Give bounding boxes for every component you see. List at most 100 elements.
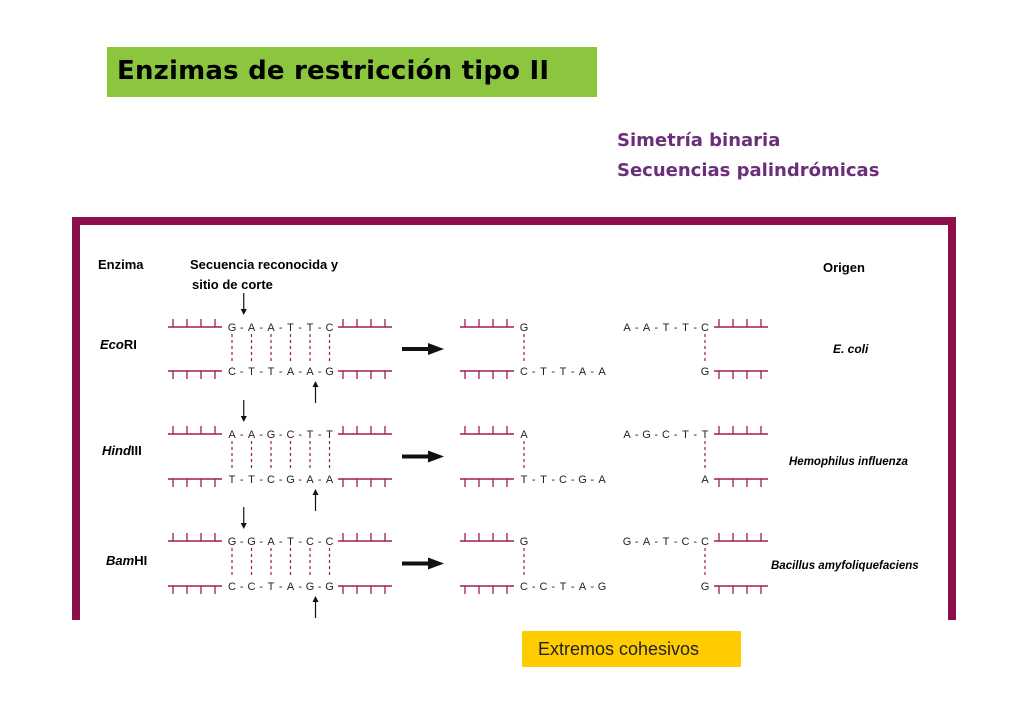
- row-2-cut-arrow-top-head: [240, 523, 247, 529]
- row-0-site-bottom-bond: -: [279, 366, 283, 378]
- row-2-prod-left-bottom-base: G: [598, 581, 607, 593]
- row-1-cut-arrow-top-head: [240, 416, 247, 422]
- row-0-site-bottom-base: C: [228, 366, 236, 378]
- row-2-site-bottom-base: G: [306, 581, 315, 593]
- row-0-prod-right-top-bond: -: [654, 322, 658, 334]
- row-1-prod-right-top-bond: -: [654, 429, 658, 441]
- row-2-prod-right-top-bond: -: [654, 536, 658, 548]
- page-title: Enzimas de restricción tipo II: [117, 56, 550, 86]
- header-sequence-2: sitio de corte: [192, 277, 273, 292]
- row-0-prod-left-bottom-base: T: [540, 366, 547, 378]
- origin-bamhi: Bacillus amyfoliquefaciens: [771, 560, 919, 572]
- row-1-prod-left-bottom-base: A: [598, 474, 606, 486]
- row-0-prod-left-top-base: G: [520, 322, 529, 334]
- row-1-site-top-bond: -: [318, 429, 322, 441]
- row-1-prod-left-bottom-bond: -: [590, 474, 594, 486]
- row-2-site-top-bond: -: [298, 536, 302, 548]
- row-0-site-bottom-bond: -: [318, 366, 322, 378]
- row-1-prod-right-top-base: T: [682, 429, 689, 441]
- row-1-site-bottom-bond: -: [298, 474, 302, 486]
- row-1-prod-left-bottom-base: C: [559, 474, 567, 486]
- origin-hindiii: Hemophilus influenza: [789, 456, 908, 468]
- row-1-site-bottom-base: T: [248, 474, 255, 486]
- row-1-site-bottom-bond: -: [259, 474, 263, 486]
- row-1-site-top-base: A: [228, 429, 236, 441]
- row-2-prod-left-bottom-bond: -: [551, 581, 555, 593]
- row-1-prod-right-top-bond: -: [674, 429, 678, 441]
- row-2-site-top-base: T: [287, 536, 294, 548]
- row-0-site-bottom-base: A: [287, 366, 295, 378]
- row-2-site-top-bond: -: [259, 536, 263, 548]
- row-1-site-top-bond: -: [240, 429, 244, 441]
- row-0-site-bottom-base: G: [325, 366, 334, 378]
- row-1-site-bottom-base: A: [306, 474, 314, 486]
- row-0-site-top-bond: -: [259, 322, 263, 334]
- row-0-site-top-bond: -: [240, 322, 244, 334]
- row-2-prod-right-top-base: C: [701, 536, 709, 548]
- row-1-prod-left-bottom-bond: -: [532, 474, 536, 486]
- row-0-prod-right-top-bond: -: [693, 322, 697, 334]
- row-1-prod-left-bottom-bond: -: [551, 474, 555, 486]
- row-0-site-top-bond: -: [318, 322, 322, 334]
- row-0-site-top-base: T: [287, 322, 294, 334]
- enzyme-name-ecori: EcoRI: [100, 337, 137, 352]
- row-1-prod-left-bottom-base: T: [521, 474, 528, 486]
- row-0-cut-arrow-bottom-head: [312, 381, 319, 387]
- row-2-site-top-base: G: [228, 536, 237, 548]
- row-2-reaction-arrow-head: [428, 557, 444, 570]
- row-1-prod-left-bottom-bond: -: [571, 474, 575, 486]
- row-2-prod-left-bottom-base: T: [560, 581, 567, 593]
- row-2-prod-right-top-bond: -: [635, 536, 639, 548]
- row-2-cut-arrow-bottom-head: [312, 596, 319, 602]
- row-2-site-bottom-base: T: [268, 581, 275, 593]
- row-2-prod-left-bottom-bond: -: [532, 581, 536, 593]
- row-0-prod-left-bottom-bond: -: [532, 366, 536, 378]
- row-2-prod-left-bottom-base: C: [520, 581, 528, 593]
- row-1-prod-left-bottom-base: T: [540, 474, 547, 486]
- row-2-site-bottom-base: A: [287, 581, 295, 593]
- row-1-site-bottom-bond: -: [240, 474, 244, 486]
- header-origin: Origen: [823, 260, 865, 275]
- row-2-site-bottom-bond: -: [259, 581, 263, 593]
- row-1-prod-left-top-base: A: [520, 429, 528, 441]
- row-1-site-bottom-base: T: [229, 474, 236, 486]
- row-0-prod-right-top-base: A: [623, 322, 631, 334]
- row-2-prod-left-top-base: G: [520, 536, 529, 548]
- row-0-prod-right-bottom-base: G: [701, 366, 710, 378]
- row-0-site-bottom-bond: -: [298, 366, 302, 378]
- row-0-site-top-bond: -: [298, 322, 302, 334]
- row-2-site-bottom-base: C: [228, 581, 236, 593]
- row-1-site-top-base: G: [267, 429, 276, 441]
- row-1-site-bottom-bond: -: [279, 474, 283, 486]
- row-0-site-top-base: T: [307, 322, 314, 334]
- enzyme-name-bamhi: BamHI: [106, 553, 147, 568]
- cohesive-ends-label: Extremos cohesivos: [538, 639, 700, 659]
- row-1-reaction-arrow-head: [428, 450, 444, 463]
- row-2-site-top-bond: -: [318, 536, 322, 548]
- title-box: Enzimas de restricción tipo II: [107, 47, 597, 97]
- row-0-site-top-base: A: [267, 322, 275, 334]
- row-0-site-top-bond: -: [279, 322, 283, 334]
- row-1-prod-right-top-base: A: [623, 429, 631, 441]
- row-1-site-bottom-base: A: [326, 474, 334, 486]
- row-0-site-bottom-base: T: [268, 366, 275, 378]
- row-0-reaction-arrow-head: [428, 343, 444, 355]
- row-1-prod-right-top-base: T: [702, 429, 709, 441]
- row-0-prod-left-bottom-bond: -: [551, 366, 555, 378]
- row-2-site-bottom-base: G: [325, 581, 334, 593]
- row-0-prod-right-top-base: C: [701, 322, 709, 334]
- row-0-prod-left-bottom-base: C: [520, 366, 528, 378]
- row-0-prod-right-top-base: T: [663, 322, 670, 334]
- diagram-frame: [72, 217, 956, 620]
- row-0-prod-right-top-base: T: [682, 322, 689, 334]
- row-2-site-bottom-bond: -: [298, 581, 302, 593]
- row-2-prod-right-bottom-base: G: [701, 581, 710, 593]
- row-1-site-top-base: A: [248, 429, 256, 441]
- row-1-site-top-base: C: [287, 429, 295, 441]
- cohesive-ends-callout: Extremos cohesivos: [522, 631, 741, 667]
- row-1-prod-right-top-bond: -: [693, 429, 697, 441]
- row-1-site-bottom-base: G: [286, 474, 295, 486]
- row-0-prod-right-top-bond: -: [674, 322, 678, 334]
- header-sequence-1: Secuencia reconocida y: [190, 257, 339, 272]
